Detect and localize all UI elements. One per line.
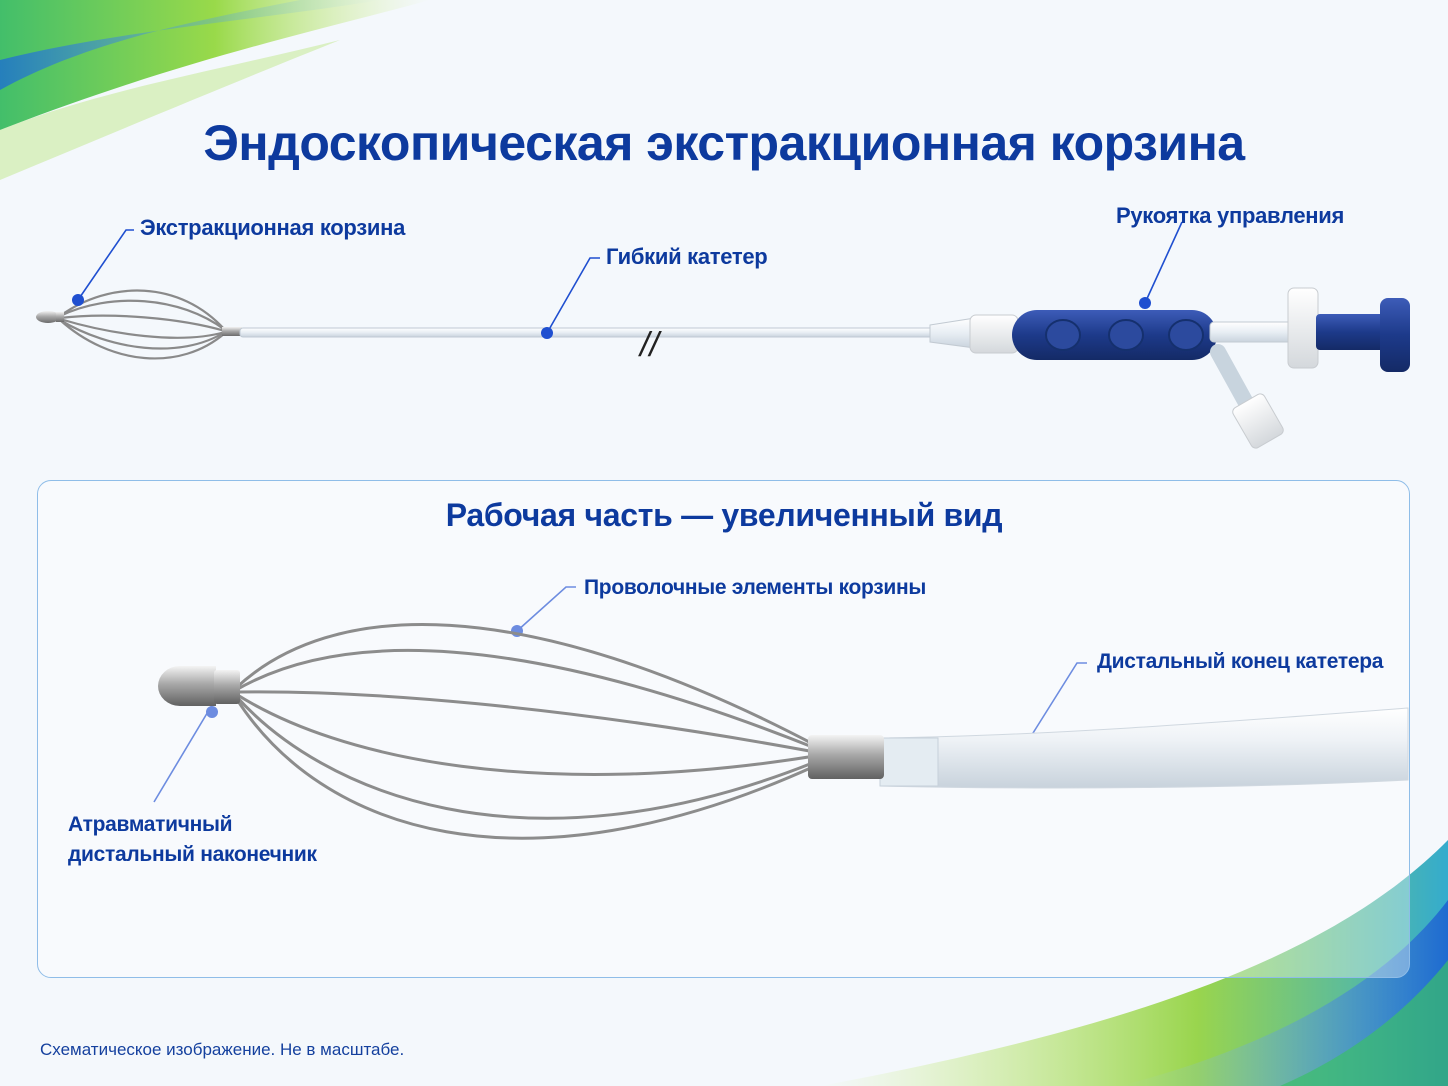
overview-basket	[59, 289, 226, 360]
tip-label-line1: Атравматичный	[68, 813, 233, 836]
page-title: Эндоскопическая экстракционная корзина	[203, 114, 1245, 171]
detail-panel-title: Рабочая часть — увеличенный вид	[445, 497, 1003, 533]
detail-wires	[234, 623, 816, 840]
basket-label: Экстракционная корзина	[140, 215, 406, 240]
wires-label: Проволочные элементы корзины	[584, 576, 927, 599]
distal-end-label: Дистальный конец катетера	[1097, 650, 1384, 673]
handle-label: Рукоятка управления	[1116, 203, 1345, 228]
overview-tip	[36, 311, 64, 323]
catheter-break-mark: //	[638, 326, 662, 364]
overview-handle	[929, 287, 1410, 449]
detail-collar	[808, 735, 884, 779]
detail-tip	[158, 666, 240, 706]
catheter-label: Гибкий катетер	[606, 244, 768, 269]
footnote: Схематическое изображение. Не в масштабе…	[40, 1040, 405, 1059]
tip-label-line2: дистальный наконечник	[68, 843, 317, 866]
leader-dots	[72, 294, 1151, 747]
overview-leader-lines	[77, 221, 1183, 803]
detail-catheter	[879, 707, 1409, 789]
overview-catheter	[222, 327, 941, 338]
